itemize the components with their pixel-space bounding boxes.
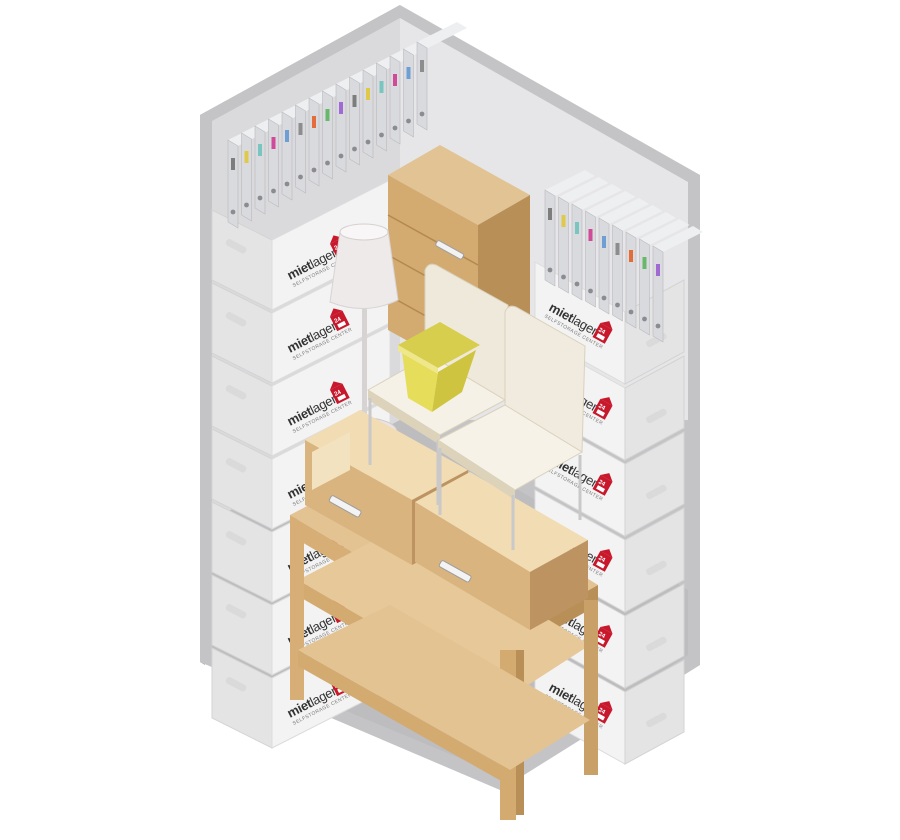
red-building-logo-icon: 24 xyxy=(329,308,350,332)
binder xyxy=(639,219,690,336)
binder-row-left xyxy=(227,22,467,229)
binder xyxy=(544,170,595,287)
yellow-bin xyxy=(398,322,480,412)
drawer-handle-right xyxy=(438,560,472,583)
red-building-logo-icon: 24 xyxy=(592,321,613,344)
logo-number: 24 xyxy=(334,316,343,325)
binder xyxy=(585,191,636,308)
chair-right xyxy=(437,305,586,550)
binder xyxy=(571,184,622,301)
binder xyxy=(612,205,663,322)
red-building-logo-icon: 24 xyxy=(592,473,613,496)
drawer-handle-left xyxy=(328,495,362,518)
binder xyxy=(625,212,676,329)
logo-number: 24 xyxy=(597,479,606,488)
binder xyxy=(652,226,703,343)
logo-number: 24 xyxy=(597,403,606,412)
logo-number: 24 xyxy=(597,707,606,716)
logo-number: 24 xyxy=(597,327,606,336)
red-building-logo-icon: 24 xyxy=(592,549,613,572)
binder-row-right xyxy=(544,170,703,343)
drawer-box-right xyxy=(415,472,588,630)
red-building-logo-icon: 24 xyxy=(592,397,613,420)
dresser-handle xyxy=(435,240,465,260)
binder xyxy=(558,177,609,294)
logo-number: 24 xyxy=(334,389,343,398)
binder xyxy=(598,198,649,315)
red-building-logo-icon: 24 xyxy=(329,381,350,405)
logo-number: 24 xyxy=(597,631,606,640)
binder xyxy=(416,22,467,131)
logo-number: 24 xyxy=(597,555,606,564)
